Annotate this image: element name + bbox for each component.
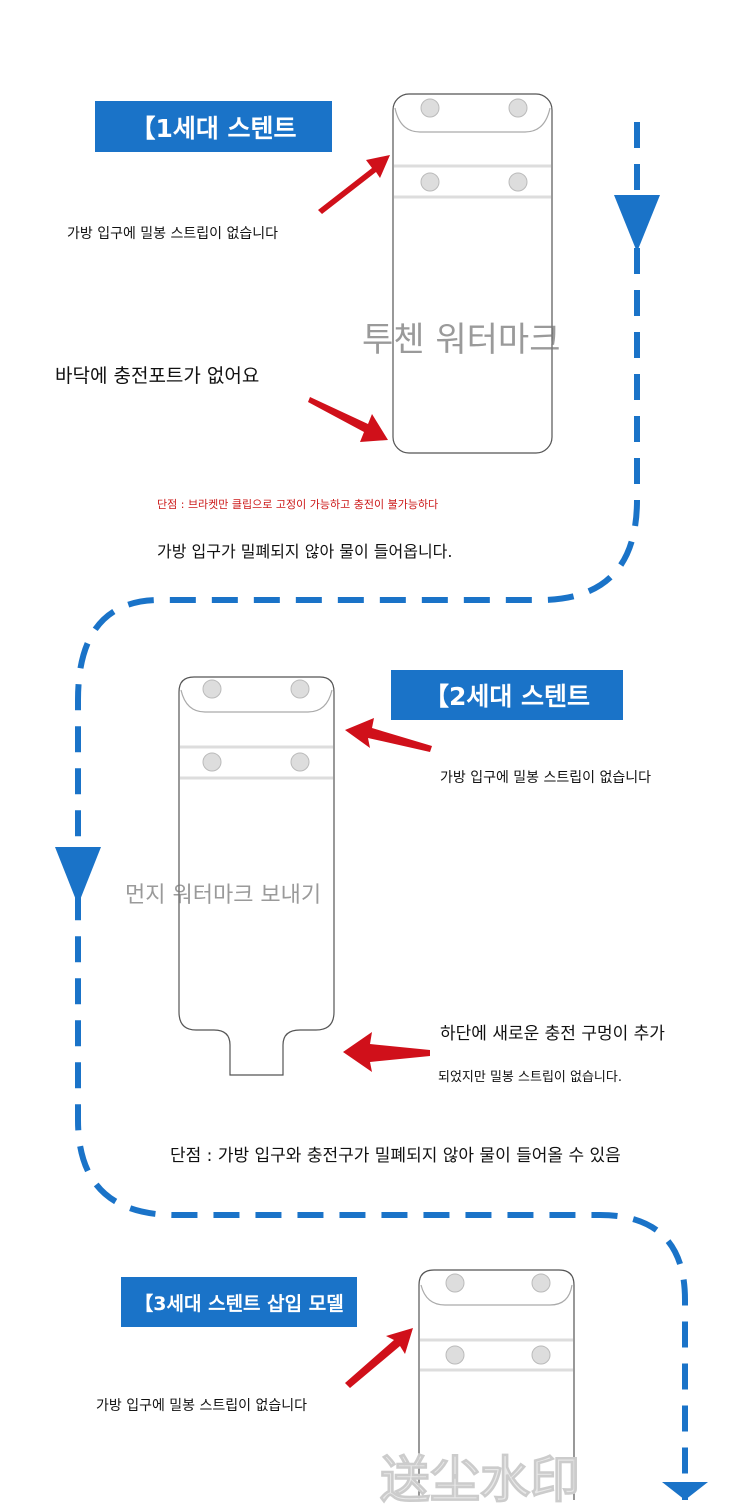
down-arrow-icon [662, 1482, 708, 1500]
red-arrow-icon [343, 1032, 430, 1072]
red-arrow-icon [345, 718, 432, 752]
down-arrow-icon [614, 195, 660, 252]
red-arrow-icon [308, 397, 388, 442]
gen2-note-bottom-1: 하단에 새로운 충전 구멍이 추가 [440, 1024, 665, 1044]
gen1-watermark: 투첸 워터마크 [362, 320, 561, 360]
gen2-note-bottom-2: 되었지만 밀봉 스트립이 없습니다. [438, 1070, 622, 1085]
bag-outline-gen3 [418, 1269, 575, 1500]
bag-outline-gen2 [178, 676, 335, 1076]
gen2-watermark: 먼지 워터마크 보내기 [125, 883, 322, 908]
gen3-title-badge: 【3세대 스텐트 삽입 모델 [121, 1277, 357, 1327]
gen1-note-top: 가방 입구에 밀봉 스트립이 없습니다 [67, 226, 278, 242]
red-arrow-icon [318, 155, 390, 214]
down-arrow-icon [55, 847, 101, 905]
gen1-summary: 가방 입구가 밀폐되지 않아 물이 들어옵니다. [157, 542, 453, 561]
gen2-drawback: 단점 : 가방 입구와 충전구가 밀폐되지 않아 물이 들어올 수 있음 [170, 1146, 621, 1166]
gen3-watermark: 送尘水印 [380, 1451, 581, 1510]
gen1-title-badge: 【1세대 스텐트 [95, 101, 332, 152]
gen1-drawback: 단점 : 브라켓만 클립으로 고정이 가능하고 충전이 불가능하다 [157, 498, 439, 511]
dashed-flow-path [75, 122, 688, 1500]
gen1-note-bottom: 바닥에 충전포트가 없어요 [55, 365, 260, 387]
bag-outline-gen1 [392, 93, 553, 454]
red-arrow-icon [345, 1328, 413, 1388]
gen2-note-top: 가방 입구에 밀봉 스트립이 없습니다 [440, 770, 651, 786]
gen2-title-badge: 【2세대 스텐트 [391, 670, 623, 720]
gen3-note-top: 가방 입구에 밀봉 스트립이 없습니다 [96, 1398, 307, 1414]
